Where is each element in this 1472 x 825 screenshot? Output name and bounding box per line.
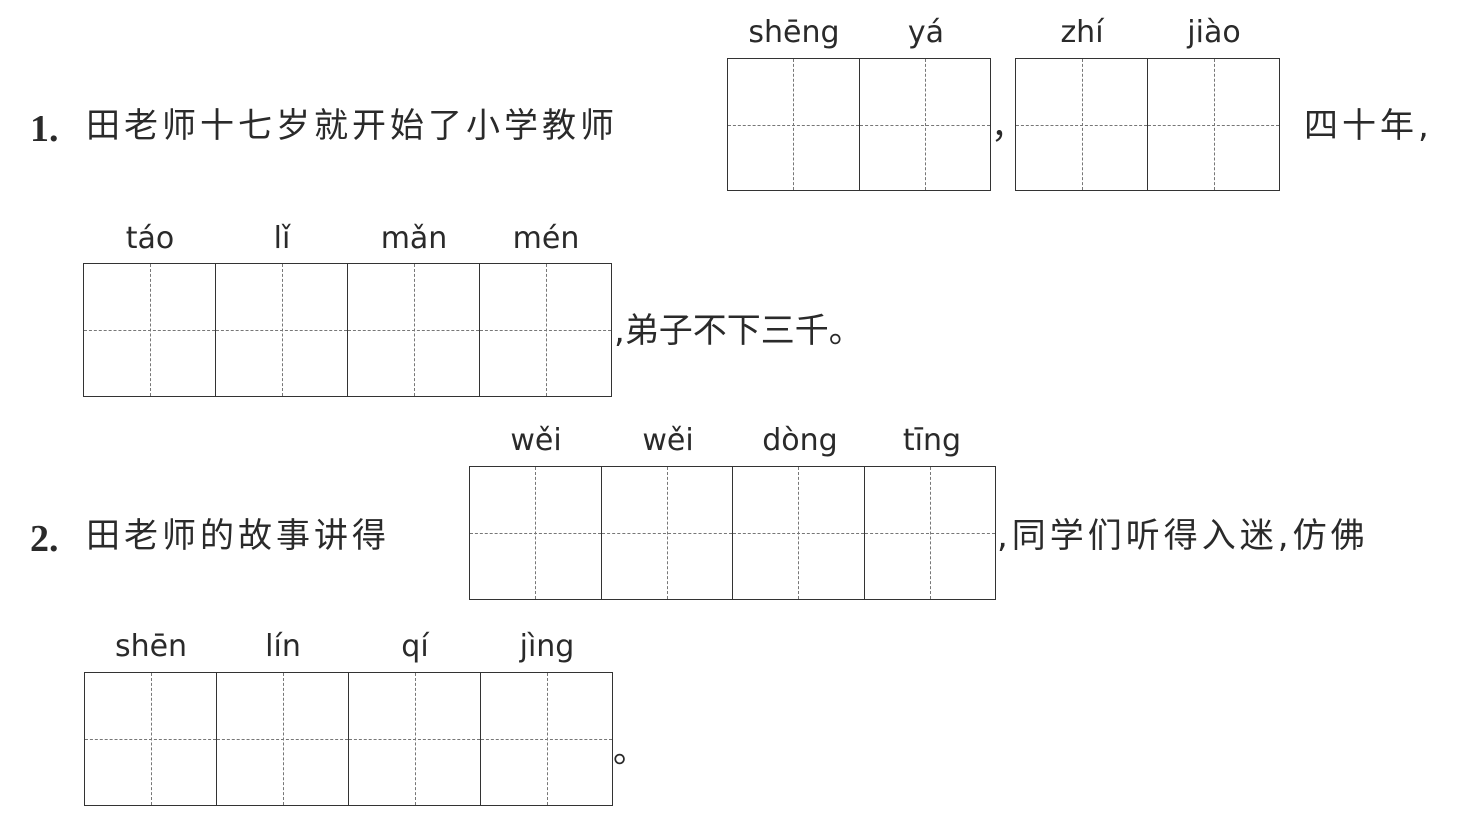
writing-cell[interactable]	[733, 467, 865, 599]
writing-cell[interactable]	[470, 467, 602, 599]
answer-grid-q2-g1[interactable]	[469, 466, 996, 600]
answer-grid-q1-g1[interactable]	[727, 58, 991, 191]
pinyin-q1-g3-3: mǎn	[380, 221, 448, 256]
writing-cell[interactable]	[348, 264, 480, 396]
writing-cell[interactable]	[601, 467, 733, 599]
pinyin-q2-g2-4: jìng	[519, 629, 575, 664]
pinyin-q2-g2-2: lín	[265, 629, 301, 664]
writing-cell[interactable]	[349, 673, 481, 805]
answer-grid-q2-g2[interactable]	[84, 672, 613, 806]
writing-cell[interactable]	[1016, 59, 1148, 190]
writing-cell[interactable]	[1148, 59, 1279, 190]
question-2-line2-end: 。	[613, 731, 647, 771]
writing-cell[interactable]	[217, 673, 349, 805]
question-1-number: 1.	[30, 108, 59, 150]
answer-grid-q1-g3[interactable]	[83, 263, 612, 397]
pinyin-q1-g2-1: zhí	[1060, 15, 1104, 50]
pinyin-q2-g1-1: wěi	[510, 423, 562, 458]
writing-cell[interactable]	[85, 673, 217, 805]
pinyin-q2-g1-3: dòng	[762, 423, 838, 458]
writing-cell[interactable]	[84, 264, 216, 396]
writing-cell[interactable]	[859, 59, 991, 190]
answer-grid-q1-g2[interactable]	[1015, 58, 1280, 191]
pinyin-q2-g1-4: tīng	[902, 423, 962, 458]
question-1-line2-end: ,弟子不下三千。	[614, 311, 863, 351]
question-2-number: 2.	[30, 518, 59, 560]
pinyin-q1-g1-1: shēng	[748, 15, 840, 50]
writing-cell[interactable]	[216, 264, 348, 396]
writing-cell[interactable]	[864, 467, 996, 599]
pinyin-q1-g1-2: yá	[907, 15, 945, 50]
pinyin-q2-g1-2: wěi	[642, 423, 694, 458]
pinyin-q1-g3-4: mén	[512, 221, 580, 256]
writing-cell[interactable]	[480, 264, 611, 396]
question-1-sentence-start: 田老师十七岁就开始了小学教师	[86, 106, 618, 146]
question-2-sentence-start: 田老师的故事讲得	[86, 516, 390, 556]
pinyin-q1-g2-2: jiào	[1187, 15, 1241, 50]
pinyin-q2-g2-1: shēn	[114, 629, 188, 664]
comma-q1-mid: ，	[991, 107, 1025, 147]
writing-cell[interactable]	[728, 59, 860, 190]
pinyin-q2-g2-3: qí	[401, 629, 429, 664]
writing-cell[interactable]	[481, 673, 612, 805]
pinyin-q1-g3-2: lǐ	[273, 221, 291, 256]
pinyin-q1-g3-1: táo	[125, 221, 175, 256]
question-2-line1-end: ,同学们听得入迷,仿佛	[997, 516, 1369, 556]
question-1-line1-end: 四十年,	[1304, 106, 1433, 146]
